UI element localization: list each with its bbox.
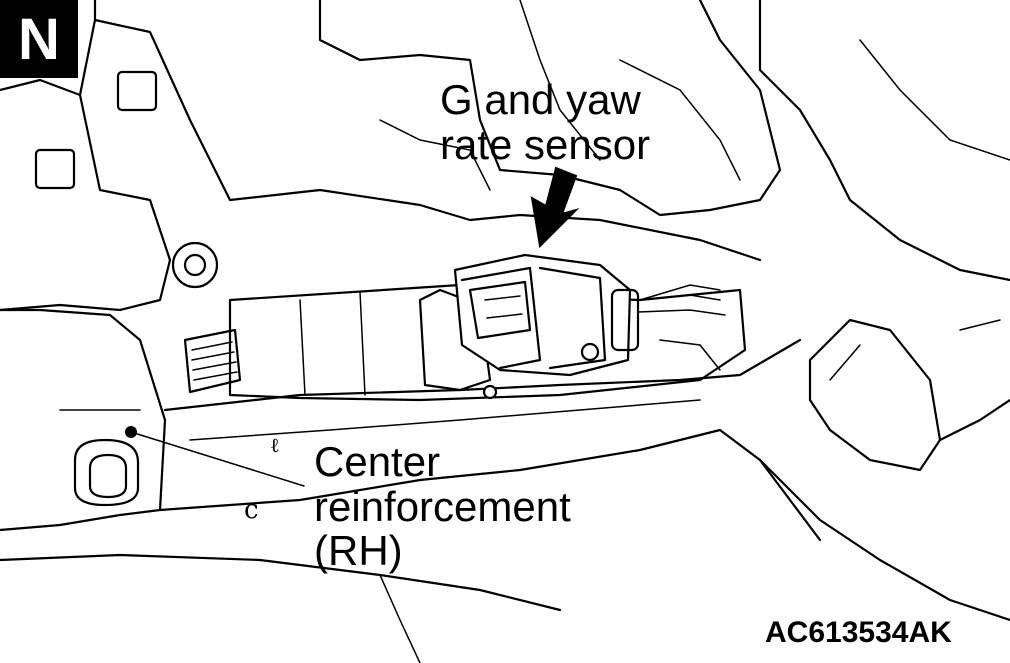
lower-bolt-head — [88, 453, 128, 499]
base-screw — [482, 384, 498, 400]
reinforcement-top — [163, 338, 802, 412]
base-rib-2 — [359, 291, 366, 396]
sensor-side-face — [538, 266, 607, 370]
base-upright — [418, 288, 492, 392]
right-panel — [808, 318, 942, 472]
housing-detail-3 — [379, 119, 491, 191]
connector-latch — [484, 295, 523, 319]
bracket-slot-2 — [34, 148, 76, 190]
sensor-cable-boot — [610, 288, 640, 352]
floor-line-1 — [0, 553, 562, 612]
lower-left-panel — [0, 308, 167, 532]
sensor-cable — [637, 294, 726, 316]
bracket-slot-1 — [116, 70, 158, 112]
view-direction-badge: N — [0, 0, 78, 78]
reinforcement-bottom — [158, 428, 822, 542]
right-stub — [659, 339, 721, 371]
right-panel-inner — [829, 344, 861, 381]
base-wire — [639, 284, 721, 301]
bracket-bolt-inner — [183, 253, 207, 277]
reinforcement-leader — [130, 431, 305, 487]
sensor-mount-nut — [580, 342, 600, 362]
right-edge — [938, 398, 1010, 442]
sensor-connector — [468, 280, 532, 340]
upper-housing-outline — [93, 0, 762, 262]
figure-code: AC613534AK — [765, 616, 952, 649]
right-lower-sweep — [758, 458, 1010, 622]
sensor-front-face — [460, 266, 542, 370]
clip-mark-1: ℓ — [270, 433, 280, 457]
reinforcement-callout-label: Center reinforcement (RH) — [314, 438, 571, 575]
right-edge-detail — [959, 319, 1001, 331]
clip-mark-2: c — [244, 495, 259, 525]
sensor-callout-label: G and yaw rate sensor — [440, 76, 651, 168]
harness-coil — [183, 328, 242, 394]
reinforcement-ridge — [189, 399, 701, 441]
housing-detail-2 — [619, 59, 741, 181]
reinforcement-leader-dot — [125, 426, 137, 438]
upper-housing-right — [758, 0, 1010, 282]
down-arrow-icon — [530, 166, 580, 249]
base-rib-1 — [299, 299, 306, 396]
upper-housing-top — [318, 0, 782, 217]
coil-lines — [191, 341, 238, 381]
left-bracket — [0, 18, 172, 312]
housing-detail-1 — [519, 0, 601, 161]
floor-line-2 — [379, 574, 421, 663]
housing-detail-4 — [859, 39, 1010, 161]
